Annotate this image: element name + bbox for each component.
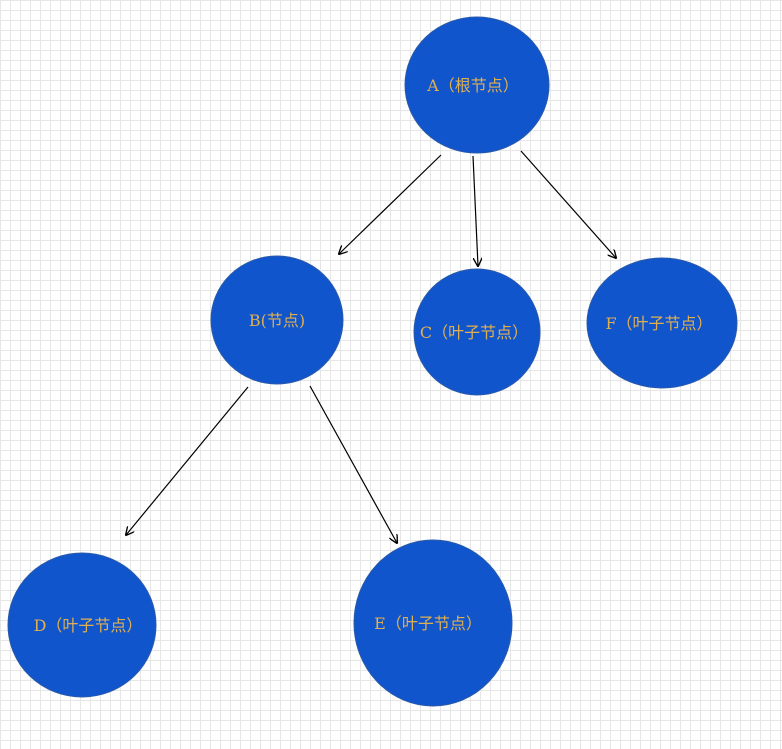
edge-b-d: [126, 386, 249, 535]
node-b[interactable]: B(节点): [210, 255, 344, 385]
node-c-shape: [413, 268, 541, 396]
node-d-shape: [7, 552, 157, 698]
node-f[interactable]: F（叶子节点）: [586, 257, 738, 389]
edge-a-f: [520, 150, 616, 258]
node-f-shape: [586, 257, 738, 389]
node-a-label: A（根节点）: [426, 76, 519, 95]
node-e-label: E（叶子节点）: [374, 614, 482, 633]
node-a-shape: [404, 16, 550, 154]
node-a[interactable]: A（根节点）: [404, 16, 550, 154]
node-d[interactable]: D（叶子节点）: [7, 552, 157, 698]
edge-b-e: [309, 385, 397, 543]
edge-a-b: [339, 154, 442, 254]
node-b-shape: [210, 255, 344, 385]
node-e[interactable]: E（叶子节点）: [353, 539, 513, 707]
node-b-label: B(节点): [249, 311, 305, 330]
node-f-label: F（叶子节点）: [605, 314, 712, 333]
node-c[interactable]: C（叶子节点）: [413, 268, 541, 396]
node-d-label: D（叶子节点）: [34, 616, 143, 635]
edges: [126, 150, 616, 543]
node-e-shape: [353, 539, 513, 707]
edge-a-c: [472, 155, 478, 266]
node-c-label: C（叶子节点）: [420, 323, 528, 342]
